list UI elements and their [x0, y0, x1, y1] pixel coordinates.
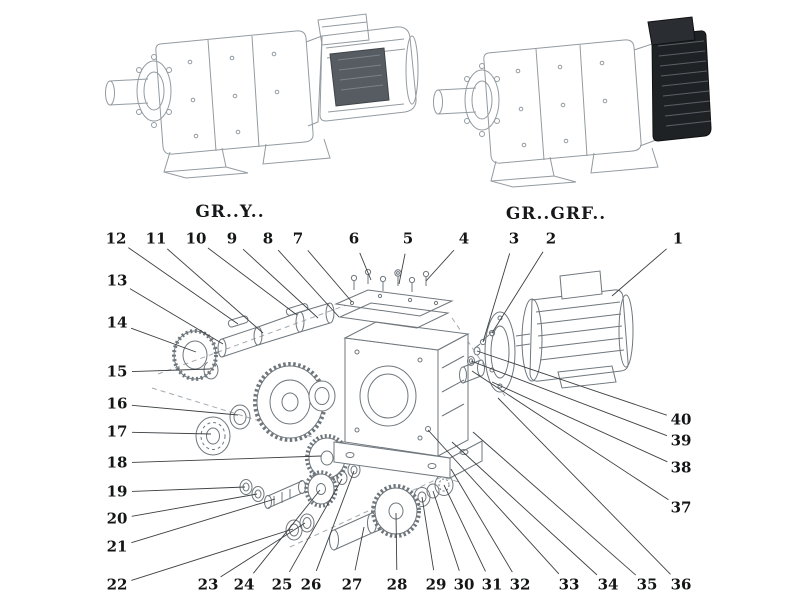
ring-gear-and-circlip [172, 329, 219, 381]
gear-housing [333, 321, 483, 479]
leader-line-13 [129, 288, 224, 345]
callout-22: 22 [106, 575, 128, 594]
leader-line-38 [491, 381, 668, 463]
callout-17: 17 [106, 422, 128, 441]
washers-and-pinion [239, 479, 306, 509]
callout-32: 32 [509, 575, 531, 594]
callout-25: 25 [271, 575, 293, 594]
leader-line-9 [242, 248, 319, 319]
leader-line-32 [450, 468, 513, 573]
leader-line-30 [432, 490, 460, 571]
callout-13: 13 [106, 271, 128, 290]
oil-seals [285, 513, 315, 541]
cover-and-bolts [334, 268, 454, 329]
callout-30: 30 [453, 575, 475, 594]
callout-6: 6 [348, 229, 360, 248]
callout-24: 24 [233, 575, 255, 594]
leader-line-33 [427, 429, 560, 575]
callout-9: 9 [226, 229, 238, 248]
leader-line-4 [425, 249, 455, 282]
figure-gr-y-drawing [105, 13, 419, 179]
callout-40: 40 [670, 410, 692, 429]
leader-line-14 [130, 327, 197, 353]
leader-line-3 [482, 253, 511, 343]
callout-14: 14 [106, 313, 128, 332]
callout-23: 23 [197, 575, 219, 594]
callout-12: 12 [105, 229, 127, 248]
leader-line-6 [359, 252, 372, 281]
leader-line-1 [611, 248, 667, 297]
motor [515, 270, 634, 389]
callout-3: 3 [508, 229, 520, 248]
leader-line-12 [128, 247, 239, 325]
leader-lines [128, 247, 671, 581]
leader-line-17 [131, 431, 212, 435]
callout-15: 15 [106, 362, 128, 381]
leader-line-7 [307, 250, 353, 303]
motor-flange [484, 311, 516, 393]
callout-20: 20 [106, 509, 128, 528]
figure-gr-grf-drawing [433, 16, 712, 188]
leader-line-18 [131, 455, 322, 463]
leader-line-21 [131, 498, 276, 544]
callout-5: 5 [402, 229, 414, 248]
leader-line-39 [470, 360, 668, 437]
leader-line-34 [451, 441, 598, 576]
leader-line-23 [220, 522, 306, 578]
callout-28: 28 [386, 575, 408, 594]
leader-line-26 [315, 470, 355, 572]
callout-27: 27 [341, 575, 363, 594]
callout-29: 29 [425, 575, 447, 594]
spacer-and-bearing [195, 404, 251, 456]
caption-gr-y: GR..Y.. [195, 202, 265, 222]
callout-35: 35 [636, 575, 658, 594]
leader-line-31 [443, 484, 486, 572]
leader-line-29 [421, 496, 435, 571]
leader-line-24 [253, 489, 321, 574]
callout-36: 36 [670, 575, 692, 594]
callout-18: 18 [106, 453, 128, 472]
callout-10: 10 [185, 229, 207, 248]
callout-19: 19 [106, 482, 128, 501]
bearing-mid [308, 380, 336, 412]
callout-37: 37 [670, 498, 692, 517]
callout-26: 26 [300, 575, 322, 594]
leader-line-35 [472, 431, 637, 576]
caption-gr-grf: GR..GRF.. [505, 204, 607, 224]
leader-line-22 [131, 528, 294, 581]
callout-31: 31 [481, 575, 503, 594]
callout-2: 2 [545, 229, 557, 248]
callout-39: 39 [670, 431, 692, 450]
leader-line-25 [288, 478, 343, 573]
leader-line-15 [131, 368, 211, 372]
leader-line-10 [207, 247, 298, 316]
callout-4: 4 [458, 229, 470, 248]
output-shaft-assembly [329, 484, 421, 551]
callout-1: 1 [672, 229, 684, 248]
callout-8: 8 [262, 229, 274, 248]
leader-line-11 [166, 248, 264, 334]
leader-line-37 [471, 370, 669, 501]
leader-line-27 [354, 526, 365, 571]
callout-7: 7 [292, 229, 304, 248]
leader-line-2 [491, 251, 544, 334]
leader-line-36 [497, 397, 671, 575]
callout-33: 33 [558, 575, 580, 594]
leader-line-40 [476, 350, 667, 416]
leader-line-5 [398, 253, 406, 285]
callout-21: 21 [106, 537, 128, 556]
leader-line-16 [131, 404, 239, 416]
callout-38: 38 [670, 458, 692, 477]
exploded-view-drawing [128, 247, 671, 581]
leader-line-28 [395, 512, 398, 571]
flange-fasteners [459, 329, 496, 384]
input-shaft-assembly [217, 302, 335, 358]
leader-line-8 [277, 249, 340, 318]
callout-34: 34 [597, 575, 619, 594]
callout-11: 11 [145, 229, 167, 248]
leader-line-20 [131, 493, 258, 517]
callout-16: 16 [106, 394, 128, 413]
leader-line-19 [131, 486, 246, 492]
